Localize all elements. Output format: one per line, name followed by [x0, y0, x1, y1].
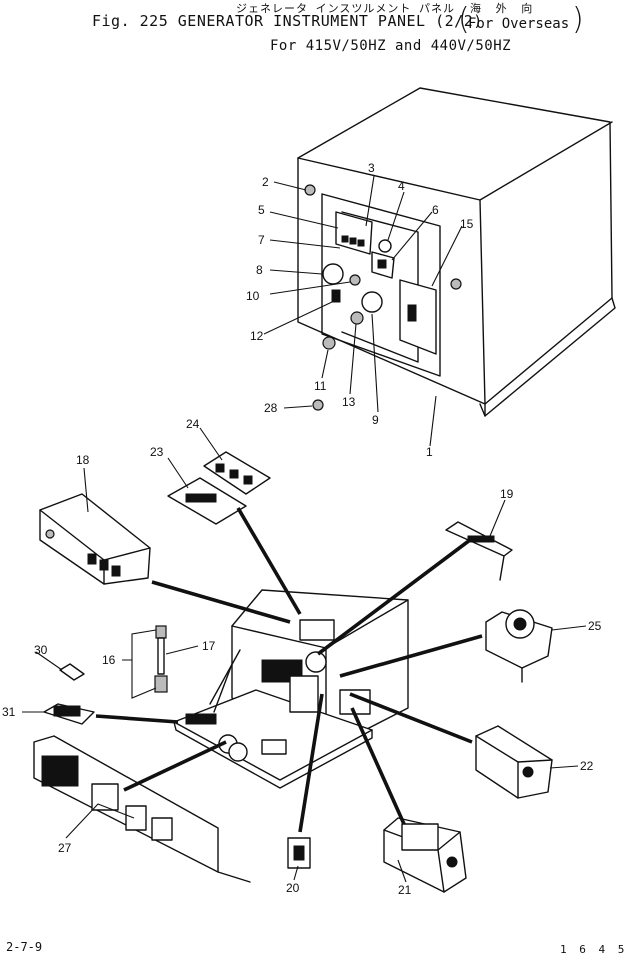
overseas-bracket-left: ( [458, 2, 470, 37]
part-27-terminal-strip [33, 735, 251, 883]
callout-22: 22 [580, 759, 594, 773]
callout-5: 5 [258, 203, 265, 217]
callout-31: 31 [2, 705, 16, 719]
callout-12: 12 [250, 329, 264, 343]
callout-16: 16 [102, 653, 116, 667]
callout-20: 20 [286, 881, 300, 895]
figure-title: Fig. 225 GENERATOR INSTRUMENT PANEL (2/2… [92, 12, 483, 30]
callout-6: 6 [432, 203, 439, 217]
callout-9: 9 [372, 413, 379, 427]
callout-3: 3 [368, 161, 375, 175]
callout-24: 24 [186, 417, 200, 431]
callout-28: 28 [264, 401, 278, 415]
callout-10: 10 [246, 289, 260, 303]
cabinet-enclosure [297, 87, 616, 417]
callout-2: 2 [262, 175, 269, 189]
callout-8: 8 [256, 263, 263, 277]
callout-11: 11 [314, 379, 327, 393]
callout-21: 21 [398, 883, 412, 897]
page-code-right: 1 6 4 5 [560, 943, 628, 956]
part-18-terminal-box [39, 493, 151, 585]
part-30-fuse [59, 663, 85, 681]
part-31-fuse-block [43, 703, 95, 725]
overseas-english-note: For Overseas [468, 16, 570, 32]
inner-chassis [173, 589, 409, 789]
japanese-title: ジェネレータ インスツルメント パネル [236, 2, 456, 15]
part-19-bracket [445, 521, 513, 581]
callout-1: 1 [426, 445, 433, 459]
callout-7: 7 [258, 233, 265, 247]
callout-15: 15 [460, 217, 474, 231]
part-22-contactor [475, 725, 553, 799]
overseas-bracket-right: ) [572, 2, 584, 37]
part-16-17-fuse-holder [154, 625, 168, 693]
callout-27: 27 [58, 841, 72, 855]
part-20-toggle-switch [287, 837, 311, 869]
callout-18: 18 [76, 453, 90, 467]
part-23-24-terminal-blocks [167, 451, 271, 525]
callout-30: 30 [34, 643, 48, 657]
callout-19: 19 [500, 487, 514, 501]
part-21-transformer [383, 817, 467, 893]
callout-23: 23 [150, 445, 164, 459]
figure-subtitle: For 415V/50HZ and 440V/50HZ [270, 38, 512, 54]
connection-lines [95, 507, 483, 833]
leader-lines [22, 175, 587, 883]
callout-4: 4 [398, 179, 405, 193]
callout-17: 17 [202, 639, 216, 653]
overseas-japanese-note: 海 外 向 [470, 2, 537, 15]
callout-labels: 2 3 4 5 6 15 7 8 10 12 11 13 9 28 1 18 2… [2, 161, 602, 897]
page-code-left: 2-7-9 [6, 940, 43, 954]
callout-25: 25 [588, 619, 602, 633]
part-25-coil-relay [485, 609, 553, 683]
callout-13: 13 [342, 395, 356, 409]
